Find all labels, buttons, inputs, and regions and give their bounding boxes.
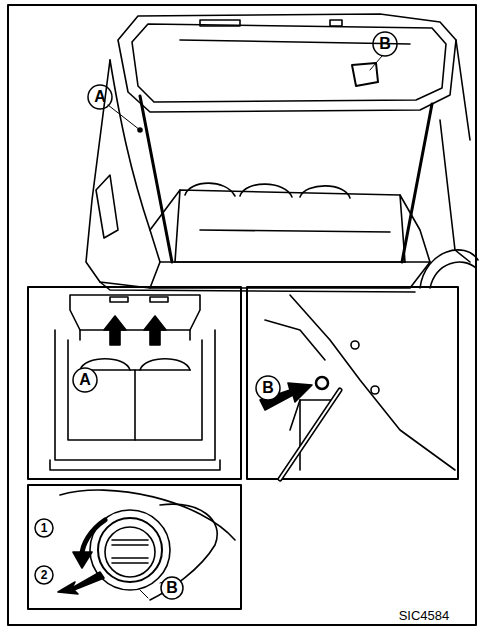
rear-view-inset [28,287,241,479]
callout-letter: B [262,380,274,396]
callout-letter: B [166,580,178,596]
callout-letter: A [94,89,106,105]
callout-number: 1 [41,522,48,534]
cover-inset [28,485,241,609]
callout-number: 2 [41,569,48,581]
strut-inset [247,287,458,479]
callout-letter: A [79,372,91,388]
callout-letter: B [379,36,391,52]
figure-code: SIC4584 [399,609,450,622]
frame [8,5,476,625]
car-illustration [86,14,478,292]
